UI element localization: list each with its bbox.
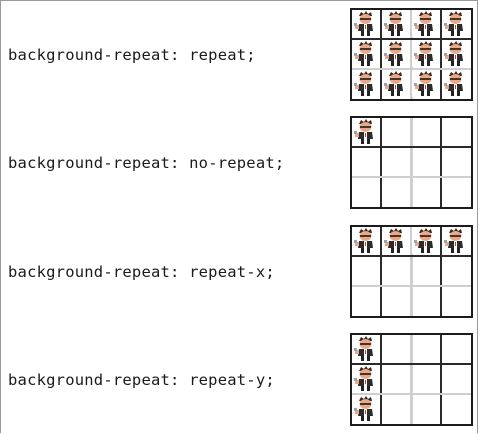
grid-vertical-line xyxy=(440,335,442,424)
character-sprite-icon xyxy=(442,10,469,37)
character-sprite-icon xyxy=(352,395,379,422)
character-sprite-icon xyxy=(442,70,469,97)
grid-vertical-line xyxy=(410,227,413,316)
character-sprite-icon xyxy=(382,10,409,37)
character-sprite-icon xyxy=(352,10,379,37)
character-sprite-icon xyxy=(382,227,409,254)
repeat-x-demo-box xyxy=(350,225,473,318)
character-sprite-icon xyxy=(352,335,379,362)
grid-vertical-line xyxy=(380,227,382,316)
character-sprite-icon xyxy=(412,227,439,254)
character-sprite-icon xyxy=(352,70,379,97)
grid-horizontal-line xyxy=(352,363,471,365)
repeat-y-label: background-repeat: repeat-y; xyxy=(8,371,275,389)
grid-vertical-line xyxy=(380,335,382,424)
grid-vertical-line xyxy=(380,118,382,207)
grid-vertical-line xyxy=(440,227,442,316)
grid-horizontal-line xyxy=(352,255,471,257)
grid-horizontal-line xyxy=(352,393,471,395)
grid-vertical-line xyxy=(440,118,442,207)
repeat-x-label: background-repeat: repeat-x; xyxy=(8,263,275,281)
character-sprite-icon xyxy=(412,40,439,67)
repeat-y-demo-box xyxy=(350,333,473,426)
grid-vertical-line xyxy=(440,10,442,99)
repeat-label: background-repeat: repeat; xyxy=(8,46,256,64)
grid-horizontal-line xyxy=(352,38,471,40)
character-sprite-icon xyxy=(412,10,439,37)
character-sprite-icon xyxy=(352,40,379,67)
character-sprite-icon xyxy=(352,118,379,145)
grid-vertical-line xyxy=(410,335,413,424)
grid-vertical-line xyxy=(380,10,382,99)
grid-vertical-line xyxy=(410,118,413,207)
character-sprite-icon xyxy=(412,70,439,97)
character-sprite-icon xyxy=(382,70,409,97)
character-sprite-icon xyxy=(382,40,409,67)
grid-horizontal-line xyxy=(352,68,471,70)
grid-horizontal-line xyxy=(352,176,471,178)
character-sprite-icon xyxy=(352,365,379,392)
row-repeat-x: background-repeat: repeat-x; xyxy=(1,218,479,326)
character-sprite-icon xyxy=(442,40,469,67)
character-sprite-icon xyxy=(442,227,469,254)
repeat-demo-box xyxy=(350,8,473,101)
no-repeat-label: background-repeat: no-repeat; xyxy=(8,154,285,172)
row-repeat-y: background-repeat: repeat-y; xyxy=(1,326,479,434)
no-repeat-demo-box xyxy=(350,116,473,209)
grid-horizontal-line xyxy=(352,146,471,148)
grid-horizontal-line xyxy=(352,285,471,287)
character-sprite-icon xyxy=(352,227,379,254)
row-no-repeat: background-repeat: no-repeat; xyxy=(1,109,479,217)
row-repeat: background-repeat: repeat; xyxy=(1,1,479,109)
grid-vertical-line xyxy=(410,10,413,99)
